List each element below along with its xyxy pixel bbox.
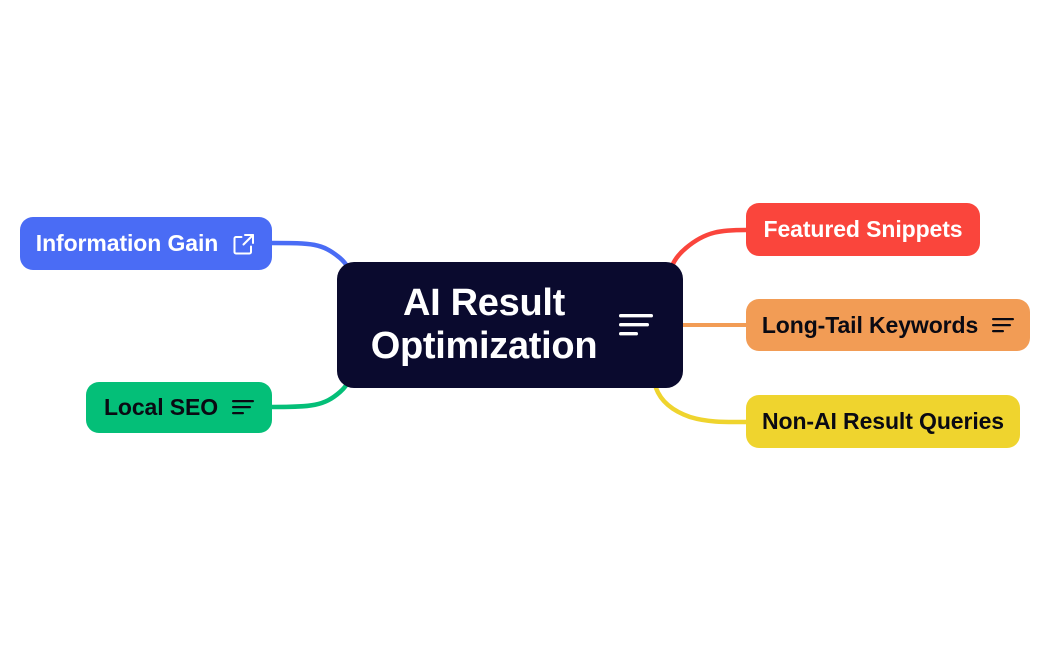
align-lines-icon [619, 312, 654, 338]
branch-node-information-gain[interactable]: Information Gain [20, 217, 272, 270]
branch-node-local-seo[interactable]: Local SEO [86, 382, 272, 433]
branch-node-long-tail-keywords[interactable]: Long-Tail Keywords [746, 299, 1030, 351]
central-node-label-line1: AI Result [403, 282, 565, 325]
connector-non-ai-result-queries [653, 385, 749, 425]
branch-label-featured-snippets: Featured Snippets [763, 216, 963, 242]
external-link-icon[interactable] [232, 232, 256, 256]
align-lines-icon [992, 317, 1015, 334]
branch-label-non-ai-result-queries: Non-AI Result Queries [762, 408, 1004, 434]
branch-node-featured-snippets[interactable]: Featured Snippets [746, 203, 980, 256]
branch-label-long-tail-keywords: Long-Tail Keywords [761, 311, 979, 338]
branch-label-local-seo: Local SEO [103, 394, 219, 420]
central-node-label-line2: Optimization [370, 325, 598, 367]
branch-node-non-ai-result-queries[interactable]: Non-AI Result Queries [746, 395, 1020, 448]
align-lines-icon [232, 399, 255, 416]
central-node-label: AI Result Optimization [371, 282, 598, 368]
branch-label-information-gain: Information Gain [35, 230, 219, 256]
central-node[interactable]: AI Result Optimization [337, 262, 683, 388]
connector-featured-snippets [667, 227, 749, 280]
